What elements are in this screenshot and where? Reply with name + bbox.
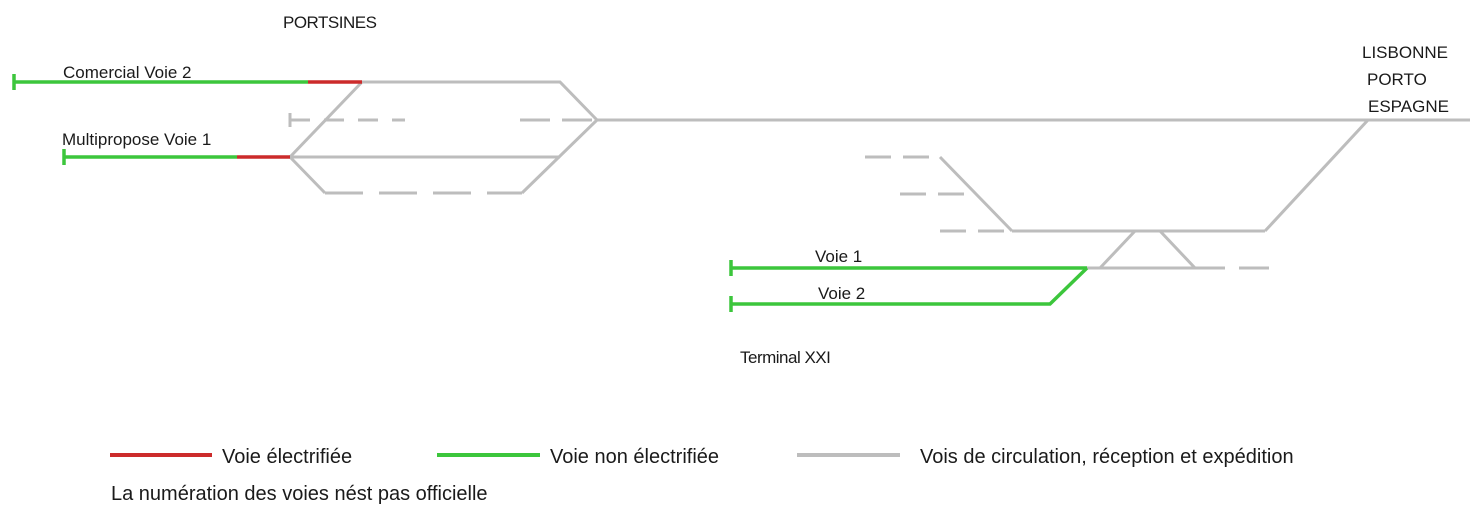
label-terminal-xxi: Terminal XXI [740,348,830,367]
label-multipropose-voie-1: Multipropose Voie 1 [62,130,211,149]
legend-label-electrified: Voie électrifiée [222,446,352,468]
legend-label-circulation: Vois de circulation, réception et expédi… [920,446,1294,468]
track-portsines-diverge-left [288,155,327,195]
track-terminal-voie-2 [731,266,1089,306]
portsines-yard-tracks [288,80,1470,195]
track-portsines-crossover-right [520,118,599,195]
label-voie-2: Voie 2 [818,284,865,303]
legend: Voie électrifiée Voie non électrifiée Vo… [110,446,1294,505]
label-portsines: PORTSINES [283,13,377,32]
track-junction-fan [938,155,1014,233]
label-espagne: ESPAGNE [1368,97,1449,116]
electrified-tracks [237,80,362,159]
label-lisbonne: LISBONNE [1362,43,1448,62]
terminal-junction-tracks [865,118,1370,270]
label-porto: PORTO [1367,70,1427,89]
track-portsines-upper [362,80,599,122]
track-triangle [1098,229,1197,270]
legend-label-non-electrified: Voie non électrifiée [550,446,719,468]
legend-note: La numération des voies nést pas officie… [111,483,488,505]
label-voie-1: Voie 1 [815,247,862,266]
track-junction-to-main [1263,118,1370,233]
label-comercial-voie-2: Comercial Voie 2 [63,63,192,82]
non-electrified-tracks [12,74,1089,312]
